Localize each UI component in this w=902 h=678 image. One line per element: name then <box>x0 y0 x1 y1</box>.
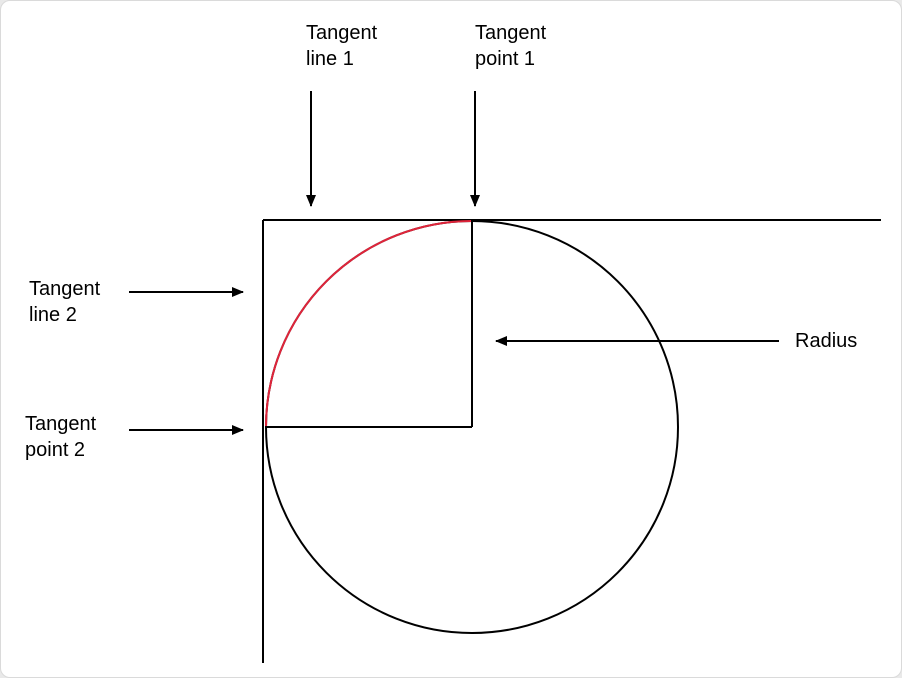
label-radius: Radius <box>795 330 858 352</box>
tangent-arc <box>265 220 473 428</box>
label-tangent-point-2: Tangent point 2 <box>25 413 97 461</box>
label-tangent-line-1: Tangent line 1 <box>306 22 378 70</box>
label-tangent-point-1: Tangent point 1 <box>475 22 547 70</box>
label-tangent-line-2: Tangent line 2 <box>29 278 101 326</box>
